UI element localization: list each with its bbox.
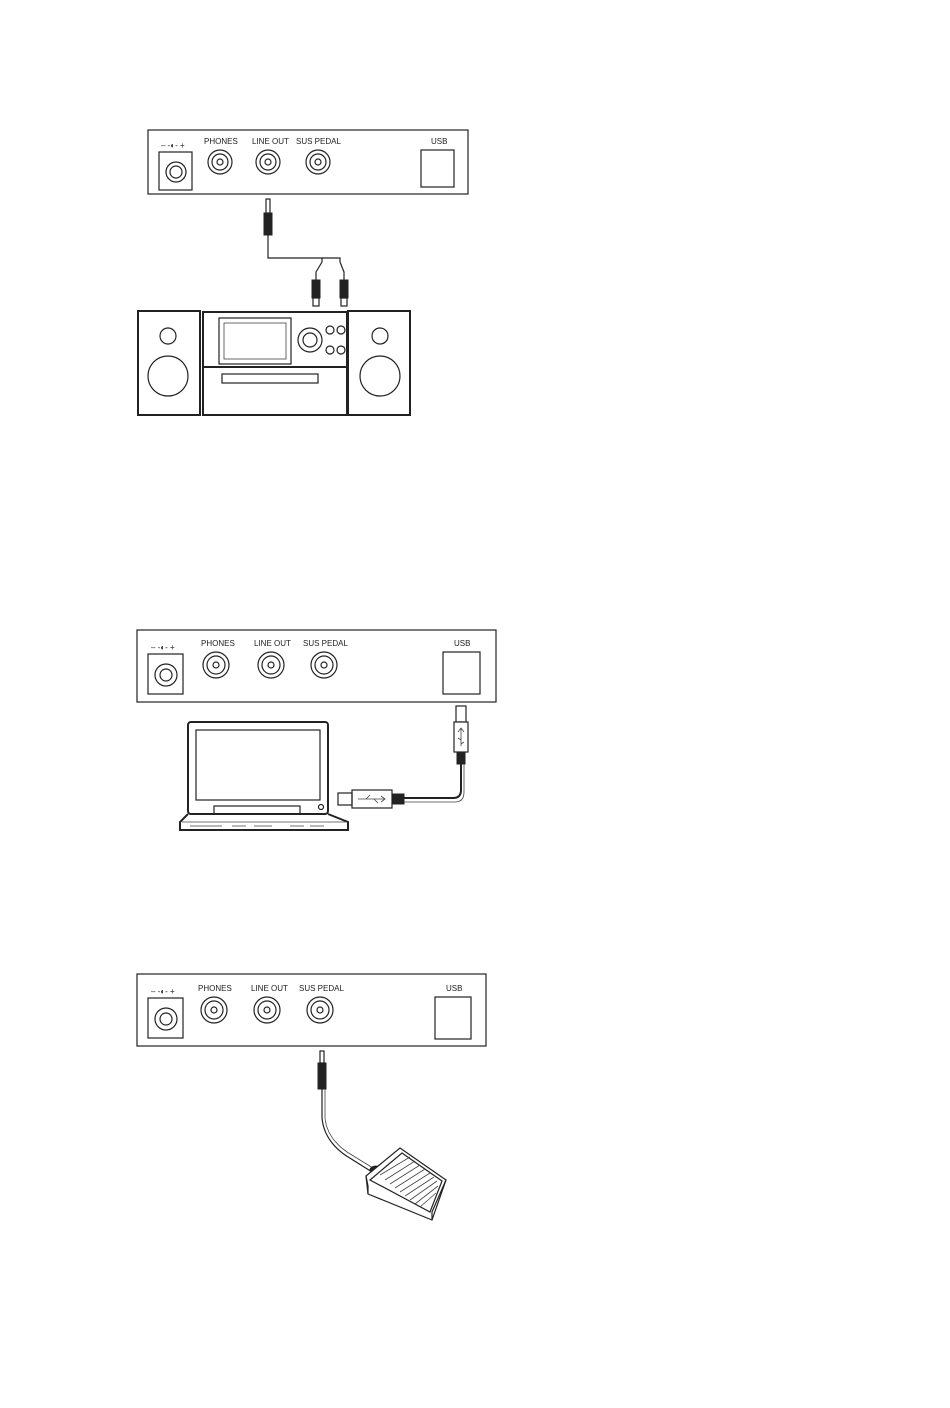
- sus-pedal-label: SUS PEDAL: [299, 984, 344, 993]
- rca-plug-left: [312, 280, 320, 298]
- phones-jack-ring: [205, 1001, 223, 1019]
- usb-b-plug-tip: [456, 706, 466, 722]
- phones-label: PHONES: [204, 137, 238, 146]
- phones-jack-hole: [213, 662, 219, 668]
- rca-tip-right: [341, 298, 347, 306]
- phones-jack-hole: [217, 159, 223, 165]
- sus-pedal-jack-ring: [315, 656, 333, 674]
- dc-in-inner: [160, 669, 172, 681]
- diagram-sus-pedal: – -◐- + PHONES LINE OUT SUS PEDAL USB: [137, 974, 486, 1220]
- footswitch: [366, 1148, 446, 1220]
- woofer-left: [148, 356, 188, 396]
- pedal-plug-body: [318, 1063, 326, 1089]
- cd-slot: [222, 374, 318, 383]
- dc-in-ring: [166, 162, 186, 182]
- stereo-button: [337, 346, 345, 354]
- stereo-display: [219, 318, 291, 364]
- usb-a-strain-relief: [392, 794, 404, 804]
- dc-in-ring: [155, 1008, 177, 1030]
- cable-split: [316, 262, 344, 280]
- laptop: [180, 722, 348, 830]
- sus-pedal-label: SUS PEDAL: [303, 639, 348, 648]
- line-out-jack-hole: [265, 159, 271, 165]
- dc-in-ring: [155, 664, 177, 686]
- rca-tip-left: [313, 298, 319, 306]
- display-inner: [224, 323, 286, 359]
- usb-label: USB: [454, 639, 470, 648]
- dc-in-label: – -◐- +: [161, 141, 185, 150]
- line-out-jack-hole: [268, 662, 274, 668]
- usb-port: [443, 652, 480, 694]
- dc-in-jack: [148, 654, 183, 694]
- rca-plug-right: [340, 280, 348, 298]
- sus-pedal-jack-ring: [311, 1001, 329, 1019]
- usb-label: USB: [446, 984, 462, 993]
- stereo-button: [326, 326, 334, 334]
- phones-jack-ring: [212, 154, 228, 170]
- rear-panel: – -◐- + PHONES LINE OUT SUS PEDAL USB: [137, 974, 486, 1046]
- speaker-right: [348, 311, 410, 415]
- dc-in-inner: [160, 1013, 172, 1025]
- stereo-button: [326, 346, 334, 354]
- dc-in-label: – -◐- +: [151, 643, 175, 652]
- plug-body: [264, 213, 272, 235]
- rca-cable: [264, 199, 348, 306]
- plug-tip: [266, 199, 270, 213]
- usb-cable-outline: [404, 764, 464, 802]
- usb-port: [421, 150, 454, 187]
- usb-cable-path: [404, 764, 461, 798]
- phones-jack-ring: [207, 656, 225, 674]
- laptop-power-led: [319, 805, 324, 810]
- dc-in-label: – -◐- +: [151, 987, 175, 996]
- tweeter-right: [372, 328, 388, 344]
- sus-pedal-jack-hole: [317, 1007, 323, 1013]
- phones-label: PHONES: [201, 639, 235, 648]
- pedal-cable: [318, 1051, 373, 1172]
- volume-knob-center: [303, 333, 317, 347]
- stereo-button: [337, 326, 345, 334]
- phones-label: PHONES: [198, 984, 232, 993]
- pedal-cable-outline: [325, 1089, 373, 1168]
- line-out-label: LINE OUT: [252, 137, 289, 146]
- sus-pedal-jack-ring: [310, 154, 326, 170]
- volume-knob: [298, 328, 322, 352]
- dc-in-jack: [159, 152, 192, 190]
- pedal-cable-path: [322, 1089, 372, 1172]
- speaker-left: [138, 311, 200, 415]
- usb-b-strain-relief: [457, 752, 465, 764]
- woofer-right: [360, 356, 400, 396]
- dc-in-jack: [148, 998, 183, 1038]
- diagram-line-out-stereo: – -◐- + PHONES LINE OUT SUS PEDAL USB: [138, 130, 468, 415]
- sus-pedal-jack-hole: [321, 662, 327, 668]
- line-out-jack-ring: [258, 1001, 276, 1019]
- pedal-plug-tip: [320, 1051, 324, 1063]
- usb-label: USB: [431, 137, 447, 146]
- sus-pedal-label: SUS PEDAL: [296, 137, 341, 146]
- usb-port: [435, 997, 471, 1039]
- cable-path: [268, 235, 340, 262]
- sus-pedal-jack-hole: [315, 159, 321, 165]
- line-out-jack-ring: [262, 656, 280, 674]
- rear-panel: – -◐- + PHONES LINE OUT SUS PEDAL USB: [148, 130, 468, 194]
- stereo-system: [138, 311, 410, 415]
- line-out-jack-hole: [264, 1007, 270, 1013]
- usb-cable: [338, 706, 468, 808]
- line-out-jack-ring: [260, 154, 276, 170]
- line-out-label: LINE OUT: [254, 639, 291, 648]
- rear-panel: – -◐- + PHONES LINE OUT SUS PEDAL USB: [137, 630, 496, 702]
- tweeter-left: [160, 328, 176, 344]
- usb-a-plug-tip: [338, 793, 352, 805]
- dc-in-inner: [170, 166, 182, 178]
- line-out-label: LINE OUT: [251, 984, 288, 993]
- laptop-screen: [196, 730, 320, 800]
- phones-jack-hole: [211, 1007, 217, 1013]
- diagram-usb-laptop: – -◐- + PHONES LINE OUT SUS PEDAL USB: [137, 630, 496, 830]
- laptop-hinge: [214, 806, 300, 814]
